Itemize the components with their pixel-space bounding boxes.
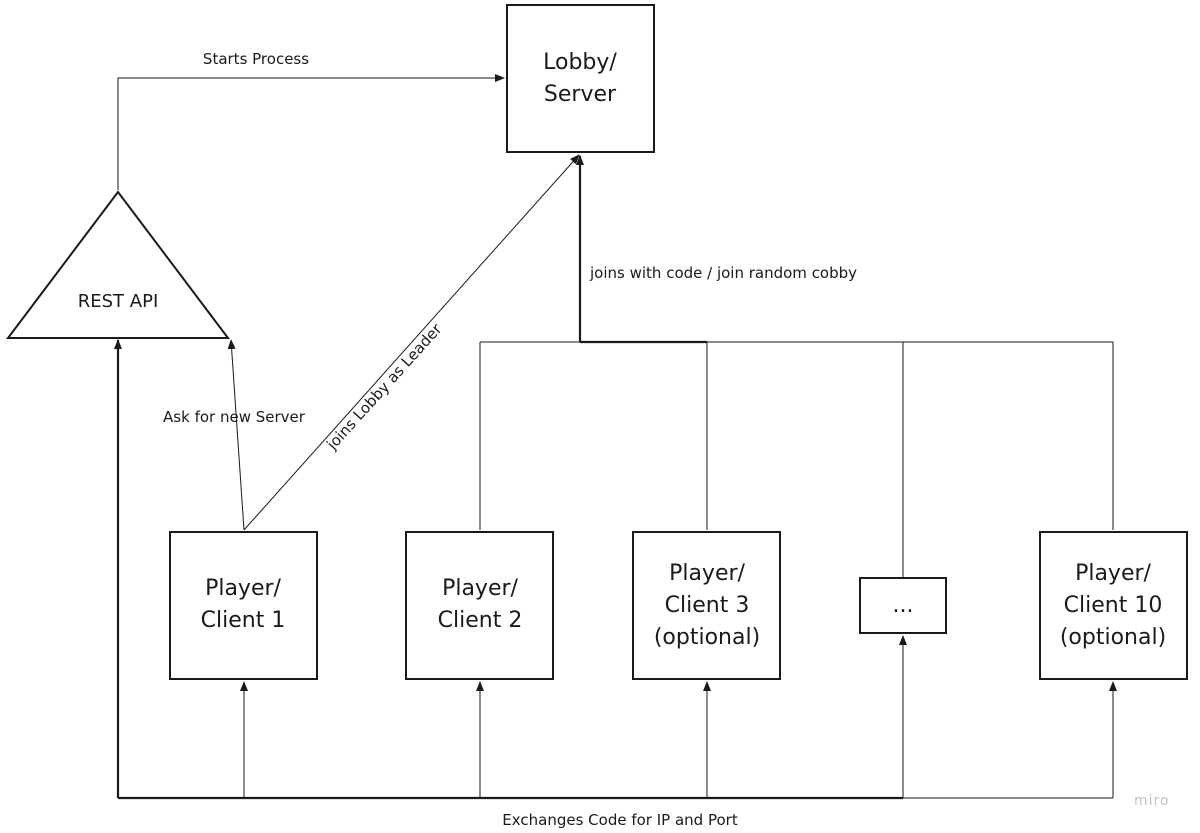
client-1-node[interactable]: Player/ Client 1 [169, 531, 318, 680]
edge-starts-process [117, 74, 505, 190]
starts-process-label: Starts Process [203, 50, 309, 68]
client-2-label-line2: Client 2 [438, 608, 523, 633]
ellipsis-node[interactable]: ... [859, 577, 947, 634]
client-10-label-line1: Player/ [1075, 561, 1151, 586]
exchanges-code-label: Exchanges Code for IP and Port [502, 811, 738, 829]
ask-new-server-label: Ask for new Server [163, 408, 306, 426]
edge-ask-new-server [227, 339, 245, 531]
client-3-label-line3: (optional) [654, 625, 760, 650]
lobby-server-node[interactable]: Lobby/ Server [506, 4, 655, 153]
rest-api-node[interactable]: REST API [5, 190, 231, 339]
joins-as-leader-label: joins Lobby as Leader [322, 320, 446, 454]
edge-joins-as-leader [243, 154, 580, 531]
miro-watermark: miro [1134, 793, 1170, 809]
rest-api-label: REST API [78, 291, 159, 312]
client-3-label-line2: Client 3 [665, 593, 750, 618]
client-10-node[interactable]: Player/ Client 10 (optional) [1039, 531, 1188, 680]
joins-with-code-label: joins with code / join random cobby [589, 264, 857, 282]
client-3-label-line1: Player/ [669, 561, 745, 586]
client-2-node[interactable]: Player/ Client 2 [405, 531, 554, 680]
client-3-node[interactable]: Player/ Client 3 (optional) [632, 531, 781, 680]
client-10-label-line3: (optional) [1060, 625, 1166, 650]
lobby-label-line2: Server [544, 82, 617, 107]
client-10-label-line2: Client 10 [1064, 593, 1163, 618]
lobby-label-line1: Lobby/ [543, 50, 617, 75]
ellipsis-label: ... [893, 593, 914, 618]
client-2-label-line1: Player/ [442, 576, 518, 601]
client-1-label-line1: Player/ [205, 576, 281, 601]
client-1-label-line2: Client 1 [201, 608, 286, 633]
